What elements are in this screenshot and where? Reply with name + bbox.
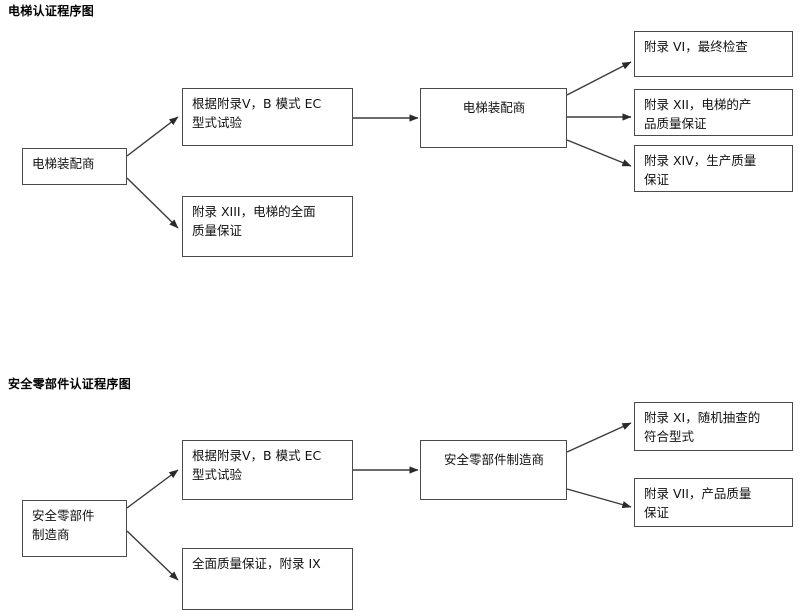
node-annex-xi-random-sampling-conformity[interactable]: 附录 XI，随机抽查的 符合型式 xyxy=(634,402,793,451)
node-annex-vi-final-inspection[interactable]: 附录 VI，最终检查 xyxy=(634,31,793,77)
arrow-source2-to-path-b xyxy=(126,530,179,581)
arrow-center2-to-out-1 xyxy=(566,422,632,453)
node-label: 附录 XII，电梯的产 品质量保证 xyxy=(644,97,752,131)
node-safety-component-manufacturer-center[interactable]: 安全零部件制造商 xyxy=(420,440,567,500)
node-label: 根据附录Ⅴ，B 模式 EC 型式试验 xyxy=(192,448,322,482)
node-annex-v-b-module-ec-type-test-2[interactable]: 根据附录Ⅴ，B 模式 EC 型式试验 xyxy=(182,440,353,500)
node-label: 附录 XI，随机抽查的 符合型式 xyxy=(644,410,761,444)
arrow-center2-to-out-2 xyxy=(566,488,632,509)
diagram-1-title: 电梯认证程序图 xyxy=(8,4,95,18)
arrow-center-to-out-1 xyxy=(566,61,632,96)
node-label: 电梯装配商 xyxy=(32,156,95,171)
arrow-center-to-out-3 xyxy=(566,139,632,167)
node-annex-vii-product-quality-assurance[interactable]: 附录 VII，产品质量 保证 xyxy=(634,478,793,527)
node-safety-component-manufacturer-source[interactable]: 安全零部件 制造商 xyxy=(22,500,127,557)
node-label: 附录 XIV，生产质量 保证 xyxy=(644,153,757,187)
node-annex-v-b-module-ec-type-test[interactable]: 根据附录Ⅴ，B 模式 EC 型式试验 xyxy=(182,88,353,146)
arrow-source-to-path-b xyxy=(126,177,179,229)
node-label: 根据附录Ⅴ，B 模式 EC 型式试验 xyxy=(192,96,322,130)
arrow-source-to-path-a xyxy=(126,116,179,157)
node-label: 安全零部件制造商 xyxy=(443,452,544,467)
node-label: 安全零部件 制造商 xyxy=(32,508,95,542)
node-elevator-installer-center[interactable]: 电梯装配商 xyxy=(420,88,567,148)
node-label: 附录 VI，最终检查 xyxy=(644,39,748,54)
node-annex-xiv-production-quality-assurance[interactable]: 附录 XIV，生产质量 保证 xyxy=(634,145,793,192)
node-label: 附录 VII，产品质量 保证 xyxy=(644,486,752,520)
node-annex-xiii-full-quality-assurance[interactable]: 附录 XIII，电梯的全面 质量保证 xyxy=(182,196,353,257)
node-label: 附录 XIII，电梯的全面 质量保证 xyxy=(192,204,316,238)
node-full-quality-assurance-annex-ix[interactable]: 全面质量保证，附录 IX xyxy=(182,548,353,610)
node-label: 全面质量保证，附录 IX xyxy=(192,556,321,571)
arrow-source2-to-path-a xyxy=(126,469,179,509)
node-label: 电梯装配商 xyxy=(462,100,526,115)
node-annex-xii-product-quality-assurance[interactable]: 附录 XII，电梯的产 品质量保证 xyxy=(634,89,793,136)
node-elevator-installer-source[interactable]: 电梯装配商 xyxy=(22,148,127,185)
diagram-2-title: 安全零部件认证程序图 xyxy=(8,377,132,391)
